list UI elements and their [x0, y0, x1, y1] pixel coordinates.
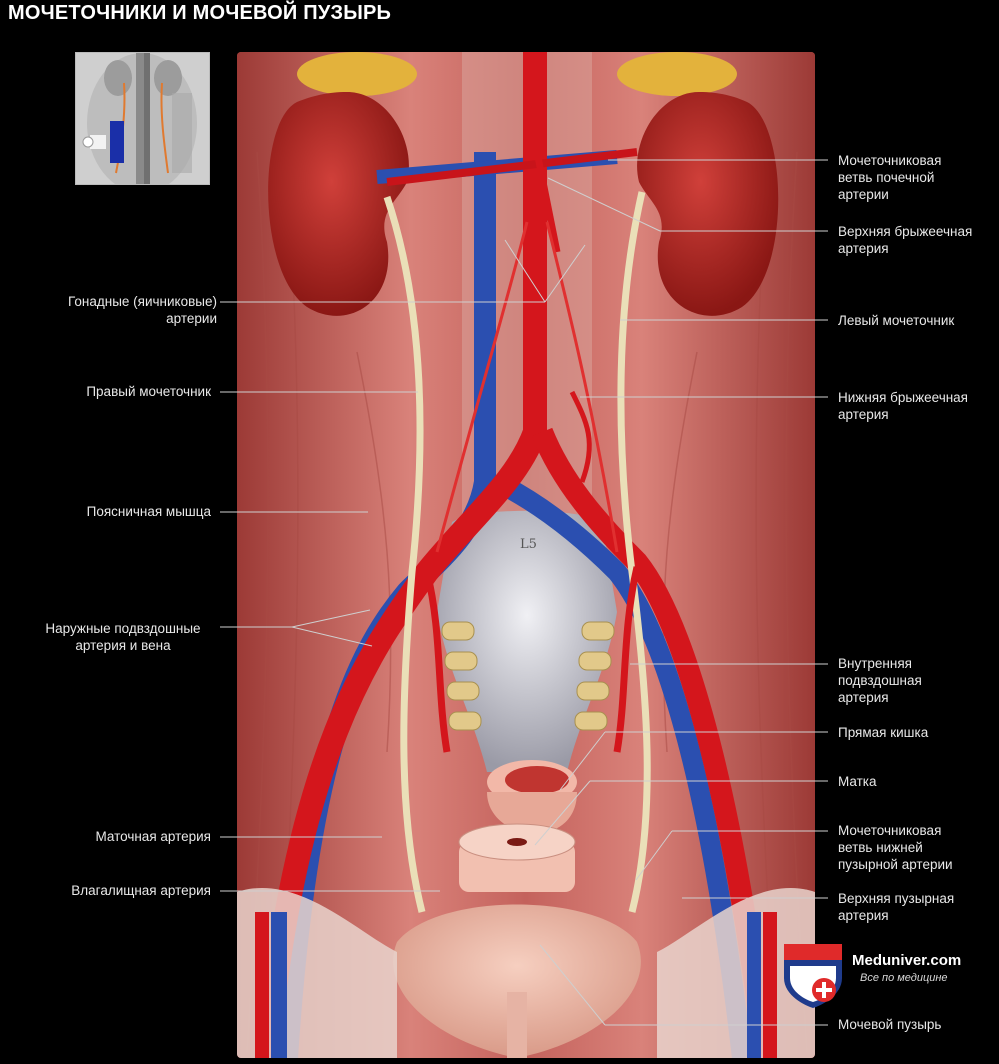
anatomy-drawing	[237, 52, 815, 1058]
label-vaginal-artery: Влагалищная артерия	[71, 883, 211, 898]
label-inferior-mesenteric: Нижняя брыжеечная артерия	[838, 390, 968, 422]
overview-thumbnail	[75, 52, 210, 185]
label-ureteric-branch-renal: Мочеточниковая ветвь почечной артерии	[838, 153, 942, 202]
leader-uterus-diag	[534, 780, 591, 846]
label-gonadal-arteries: Гонадные (яичниковые) артерии	[68, 294, 217, 326]
label-psoas-muscle: Поясничная мышца	[86, 504, 211, 519]
leader-gonadal-left	[544, 244, 586, 303]
label-superior-vesical: Верхняя пузырная артерия	[838, 891, 955, 923]
page-title: МОЧЕТОЧНИКИ И МОЧЕВОЙ ПУЗЫРЬ	[8, 2, 392, 24]
logo-tagline: Все по медицине	[860, 972, 948, 984]
label-superior-mesenteric: Верхняя брыжеечная артерия	[838, 224, 973, 256]
overview-thumbnail-figure	[76, 53, 209, 184]
label-bladder: Мочевой пузырь	[838, 1017, 942, 1032]
leader-rectum-diag	[559, 731, 606, 791]
anatomy-illustration	[237, 52, 815, 1058]
label-internal-iliac: Внутренняя подвздошная артерия	[838, 656, 922, 705]
logo-name: Meduniver.com	[852, 952, 962, 969]
label-rectum: Прямая кишка	[838, 725, 929, 740]
meduniver-logo	[784, 944, 842, 1008]
leader-external-iliac-vein	[291, 626, 373, 647]
vertebra-l5-label: L5	[520, 537, 537, 552]
leader-superior-mesenteric-diag	[547, 177, 661, 232]
leader-ureteric-vesical-diag	[635, 830, 673, 881]
label-left-ureter: Левый мочеточник	[838, 313, 955, 328]
label-uterus: Матка	[838, 774, 877, 789]
label-ureteric-branch-vesical: Мочеточниковая ветвь нижней пузырной арт…	[838, 823, 953, 872]
leader-bladder-diag	[539, 944, 606, 1026]
label-right-ureter: Правый мочеточник	[86, 384, 211, 399]
leader-external-iliac-artery	[291, 609, 371, 628]
label-uterine-artery: Маточная артерия	[95, 829, 211, 844]
label-external-iliac: Наружные подвздошные артерия и вена	[45, 621, 201, 653]
leader-gonadal-right	[504, 239, 546, 303]
